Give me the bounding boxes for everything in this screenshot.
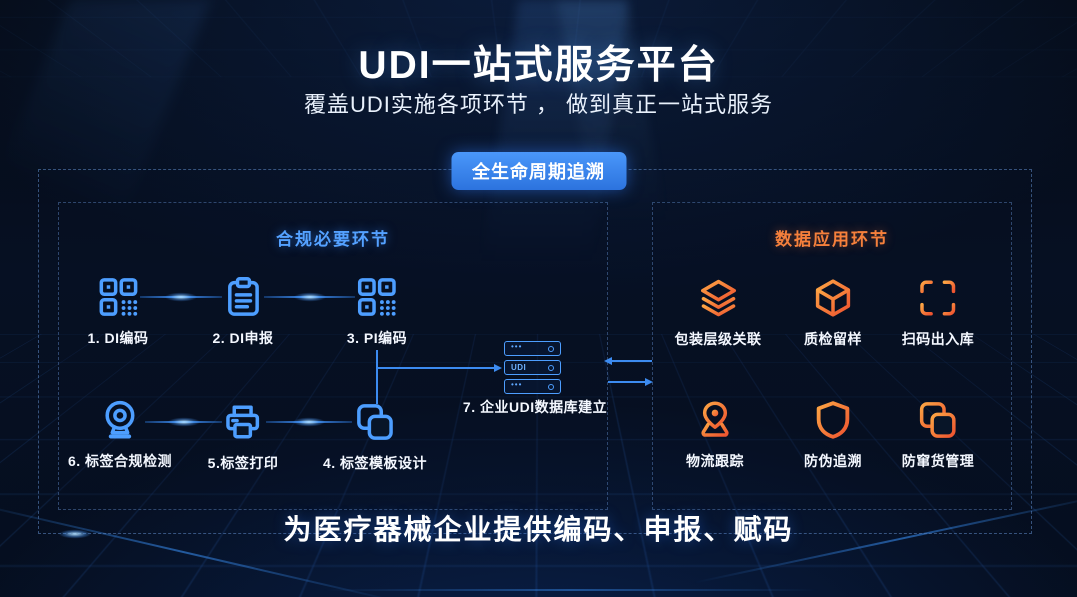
data-application-panel-title: 数据应用环节	[775, 230, 889, 249]
connector-line	[376, 350, 378, 404]
udi-database-label: 7. 企业UDI数据库建立	[462, 399, 608, 415]
step-di-encoding: 1. DI编码	[87, 276, 148, 348]
glow-streak	[323, 589, 819, 591]
server-bar: •••	[504, 341, 561, 356]
glow-dot	[168, 417, 200, 427]
server-udi-text: UDI	[511, 362, 527, 372]
shield-plus-icon	[816, 401, 850, 439]
feature-logistics-tracking: 物流跟踪	[686, 399, 744, 471]
compliance-panel: 合规必要环节	[58, 202, 608, 510]
feature-label: 防伪追溯	[804, 453, 862, 469]
qr-code-icon	[99, 278, 137, 316]
step-label: 5.标签打印	[207, 455, 279, 471]
step-label: 1. DI编码	[87, 330, 149, 346]
step-label: 2. DI申报	[212, 330, 274, 346]
server-bar: •••	[504, 379, 561, 394]
connector-line	[612, 360, 652, 362]
page-title: UDI一站式服务平台	[358, 44, 719, 87]
server-bar: UDI	[504, 360, 561, 375]
feature-label: 质检留样	[804, 331, 862, 347]
feature-label: 扫码出入库	[901, 331, 975, 347]
glow-dot	[294, 292, 326, 302]
step-label-compliance-check: 6. 标签合规检测	[68, 399, 172, 471]
step-pi-encoding: 3. PI编码	[347, 276, 407, 348]
arrowhead-icon	[645, 378, 653, 386]
page-subtitle: 覆盖UDI实施各项环节 ， 做到真正一站式服务	[303, 92, 774, 117]
connector-line	[608, 381, 645, 383]
glow-dot	[293, 417, 325, 427]
server-stack-icon: ••• UDI •••	[504, 341, 561, 398]
server-led-icon	[548, 345, 554, 352]
feature-anti-counterfeit: 防伪追溯	[804, 399, 862, 471]
cube-icon	[815, 279, 851, 317]
step-label-template-design: 4. 标签模板设计	[323, 401, 427, 473]
step-di-declaration: 2. DI申报	[212, 276, 273, 348]
copy-squares-icon	[920, 402, 956, 438]
feature-packaging-levels: 包装层级关联	[675, 277, 762, 349]
lifecycle-badge[interactable]: 全生命周期追溯	[451, 152, 626, 190]
layers-icon	[700, 279, 736, 317]
feature-label: 包装层级关联	[674, 331, 762, 347]
template-copy-icon	[357, 404, 393, 440]
step-label-printing: 5.标签打印	[208, 401, 279, 473]
qr-code-icon	[358, 278, 396, 316]
arrowhead-icon	[604, 357, 612, 365]
glow-dot	[59, 529, 91, 539]
server-led-icon	[548, 364, 554, 371]
server-dots: •••	[511, 380, 523, 389]
printer-icon	[226, 405, 260, 439]
glow-dot	[165, 292, 197, 302]
inspection-camera-icon	[105, 400, 135, 439]
step-label: 3. PI编码	[346, 330, 408, 346]
feature-label: 物流跟踪	[686, 453, 744, 469]
feature-quality-sampling: 质检留样	[804, 277, 862, 349]
feature-label: 防窜货管理	[901, 453, 975, 469]
feature-anti-diversion: 防窜货管理	[902, 399, 975, 471]
arrowhead-icon	[494, 364, 502, 372]
footer-tagline: 为医疗器械企业提供编码、申报、赋码	[283, 514, 794, 545]
step-label: 4. 标签模板设计	[322, 455, 428, 471]
feature-scan-inventory: 扫码出入库	[902, 277, 975, 349]
scan-frame-icon	[920, 280, 956, 316]
server-led-icon	[548, 383, 554, 390]
compliance-panel-title: 合规必要环节	[276, 230, 390, 249]
location-pin-icon	[701, 401, 729, 437]
connector-line	[377, 367, 494, 369]
step-label: 6. 标签合规检测	[67, 453, 173, 469]
clipboard-icon	[227, 277, 259, 316]
server-dots: •••	[511, 342, 523, 351]
data-application-panel: 数据应用环节	[652, 202, 1012, 510]
